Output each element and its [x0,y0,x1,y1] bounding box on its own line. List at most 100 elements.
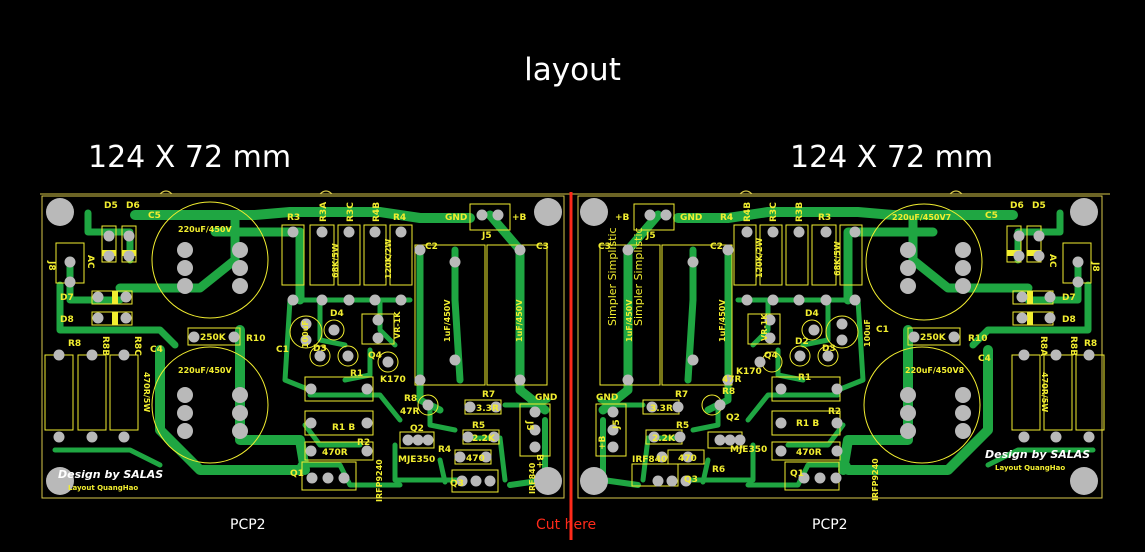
credit-left: Design by SALAS [58,468,163,481]
lbl: +B [615,213,630,223]
lbl: D2 [795,337,809,347]
board-size-left: 124 X 72 mm [88,140,292,175]
lbl: 47R [400,407,420,417]
lbl: AC [1047,254,1057,268]
mounting-holes [46,198,1098,495]
lbl: 1uF/450V [625,299,634,342]
lbl: C3 [598,242,611,252]
lbl: R8B [100,336,110,356]
lbl: D8 [60,315,74,325]
lbl: D5 [104,201,118,211]
lbl: R4 [393,213,406,223]
lbl: 470R [796,448,822,458]
lbl: 1uF/450V [718,299,727,342]
right-labels: +B GND J5 C3 C2 1uF/450V 1uF/450V R4 R4B… [596,201,1100,501]
credit-sub-right: Layout QuangHao [995,464,1065,472]
left-silkscreen [44,201,551,493]
lbl: R2 [828,407,841,417]
lbl: K170 [736,367,762,377]
lbl: R2 [357,438,370,448]
lbl: R3 [287,213,300,223]
lbl: R3B [795,202,805,222]
lbl: 250K [920,333,947,343]
lbl: 220uF/450V [178,366,232,375]
lbl: B+ [534,454,544,468]
lbl: R10 [968,334,987,344]
lbl: R8 [68,339,81,349]
lbl: C1 [876,325,889,335]
lbl: R1 [350,369,363,379]
lbl: D4 [805,309,819,319]
lbl: R3C [769,202,779,222]
lbl: C2 [710,242,723,252]
lbl: R3 [818,213,831,223]
lbl: IRFP9240 [375,459,384,502]
lbl: IRF840 [632,455,667,465]
lbl: IRF840 [528,462,537,494]
lbl: Q1 [790,469,804,479]
lbl: 3.3R [476,404,499,414]
lbl: VR-1K [393,311,402,339]
lbl: R6 [712,465,725,475]
lbl: AC [85,255,95,269]
side-text-left: Simpler Simplistic [606,227,619,326]
lbl: R8 [1084,339,1097,349]
lbl: GND [535,393,557,403]
lbl: 100uF [301,320,310,348]
lbl: R3A [319,202,329,222]
lbl: R7 [482,390,495,400]
lbl: 1uF/450V [515,299,524,342]
left-labels: D5 D6 C5 J8 AC D7 D8 220uF/450V C4 220uF… [46,201,619,502]
lbl: Q4 [368,351,382,361]
lbl: Q2 [410,424,424,434]
lbl: R8 [722,387,735,397]
lbl: C4 [150,345,163,355]
lbl: 220uF/450V7 [892,213,951,222]
lbl: J5 [524,420,534,431]
lbl: D7 [60,293,74,303]
lbl: Q1 [290,469,304,479]
side-text-right: Simpler Simplistic [632,227,645,326]
board-name-left: PCP2 [230,517,266,533]
lbl: J5 [481,231,492,241]
lbl: D6 [1010,201,1024,211]
lbl: GND [680,213,702,223]
board-name-right: PCP2 [812,517,848,533]
lbl: D5 [1032,201,1046,211]
lbl: IRFP9240 [871,458,880,501]
left-traces [52,207,551,488]
lbl: 470R/5W [1040,372,1049,412]
lbl: R8A [1038,336,1048,356]
lbl: R4 [720,213,733,223]
lbl: Q3 [684,475,698,485]
lbl: D3 [822,344,836,354]
component-pads [53,209,1095,487]
lbl: 100uF [863,319,872,347]
lbl: 470 [678,454,697,464]
lbl: C2 [425,242,438,252]
lbl: D6 [126,201,140,211]
lbl: R1 B [332,423,355,433]
lbl: 250K [200,333,227,343]
lbl: D3 [313,344,327,354]
lbl: R7 [675,390,688,400]
lbl: R8B [1068,336,1078,356]
lbl: D7 [1062,293,1076,303]
lbl: 2.2K [472,434,496,444]
lbl: J5 [612,419,622,430]
lbl: 470R/5W [142,372,151,412]
lbl: 1uF/450V [443,299,452,342]
lbl: 220uF/450V [178,225,232,234]
lbl: C4 [978,354,991,364]
lbl: +B [512,213,527,223]
lbl: GND [445,213,467,223]
lbl: C5 [985,211,998,221]
lbl: 68K/5W [331,243,340,278]
lbl: R4B [372,202,382,222]
lbl: GND [596,393,618,403]
credit-right: Design by SALAS [985,448,1090,461]
lbl: 470R [322,448,348,458]
lbl: R10 [246,334,265,344]
lbl: R4B [743,202,753,222]
lbl: R1 B [796,419,819,429]
